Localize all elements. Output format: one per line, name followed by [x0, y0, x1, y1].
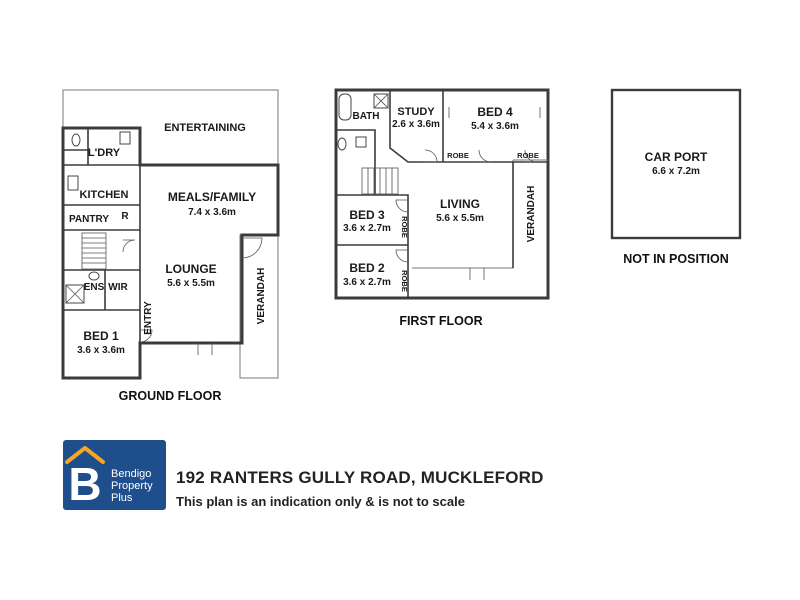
entertaining-label: ENTERTAINING	[164, 122, 246, 134]
verandah-label-first: VERANDAH	[526, 186, 537, 243]
bed1-label: BED 1	[83, 329, 119, 343]
logo-letter: B	[68, 458, 101, 510]
wir-label: WIR	[108, 282, 128, 293]
carport-label: CAR PORT	[645, 150, 708, 164]
brand-line-2: Property	[111, 480, 153, 492]
bed3-label: BED 3	[349, 208, 385, 222]
robe-label-bed4-left: ROBE	[447, 151, 469, 160]
plan-disclaimer: This plan is an indication only & is not…	[176, 494, 465, 509]
ground-floor-caption: GROUND FLOOR	[119, 389, 222, 403]
bed2-dims: 3.6 x 2.7m	[343, 277, 391, 288]
robe-label-bed3: ROBE	[400, 216, 409, 238]
bed1-dims: 3.6 x 3.6m	[77, 345, 125, 356]
meals-family-label: MEALS/FAMILY	[168, 190, 256, 204]
laundry-label: L'DRY	[88, 147, 121, 159]
property-address: 192 RANTERS GULLY ROAD, MUCKLEFORD	[176, 468, 544, 487]
carport-outline	[610, 88, 742, 240]
robe-label-bed2: ROBE	[400, 270, 409, 292]
brand-line-1: Bendigo	[111, 468, 152, 480]
first-floor-internal-walls	[336, 90, 548, 298]
ground-floor-plan: ENTERTAINING L'DRY KITCHEN PANTRY R MEAL…	[61, 89, 280, 403]
bed2-label: BED 2	[349, 261, 385, 275]
entry-label: ENTRY	[143, 301, 154, 335]
first-floor-caption: FIRST FLOOR	[399, 314, 482, 328]
meals-family-dims: 7.4 x 3.6m	[188, 207, 236, 218]
study-label: STUDY	[397, 106, 435, 118]
lounge-label: LOUNGE	[165, 262, 216, 276]
company-logo: B Bendigo Property Plus	[63, 440, 166, 510]
living-dims: 5.6 x 5.5m	[436, 213, 484, 224]
study-dims: 2.6 x 3.6m	[392, 119, 440, 130]
ground-fixtures	[65, 131, 131, 304]
ground-doors	[122, 237, 263, 355]
bed3-dims: 3.6 x 2.7m	[343, 223, 391, 234]
logo-mark: B	[65, 446, 105, 510]
carport-dims: 6.6 x 7.2m	[652, 166, 700, 177]
carport-note: NOT IN POSITION	[623, 252, 729, 266]
carport-plan: CAR PORT 6.6 x 7.2m NOT IN POSITION	[610, 88, 742, 266]
bed4-label: BED 4	[477, 105, 513, 119]
ground-floor-internal-walls	[63, 128, 141, 343]
ground-stairs	[81, 232, 107, 270]
fridge-label: R	[121, 211, 129, 222]
first-fixtures	[337, 93, 389, 151]
kitchen-label: KITCHEN	[80, 189, 129, 201]
robe-label-bed4-right: ROBE	[517, 151, 539, 160]
first-floor-plan: BATH STUDY 2.6 x 3.6m BED 4 5.4 x 3.6m R…	[334, 88, 550, 328]
living-label: LIVING	[440, 197, 480, 211]
brand-line-3: Plus	[111, 492, 133, 504]
bed4-dims: 5.4 x 3.6m	[471, 121, 519, 132]
first-floor-outer-walls	[334, 88, 550, 300]
bath-label: BATH	[352, 111, 379, 122]
lounge-dims: 5.6 x 5.5m	[167, 278, 215, 289]
ground-floor-outer-walls	[61, 126, 280, 380]
verandah-label-ground: VERANDAH	[256, 268, 267, 325]
ensuite-label: ENS	[84, 282, 105, 293]
pantry-label: PANTRY	[69, 214, 109, 225]
first-doors	[395, 107, 541, 280]
first-stairs	[361, 167, 399, 195]
